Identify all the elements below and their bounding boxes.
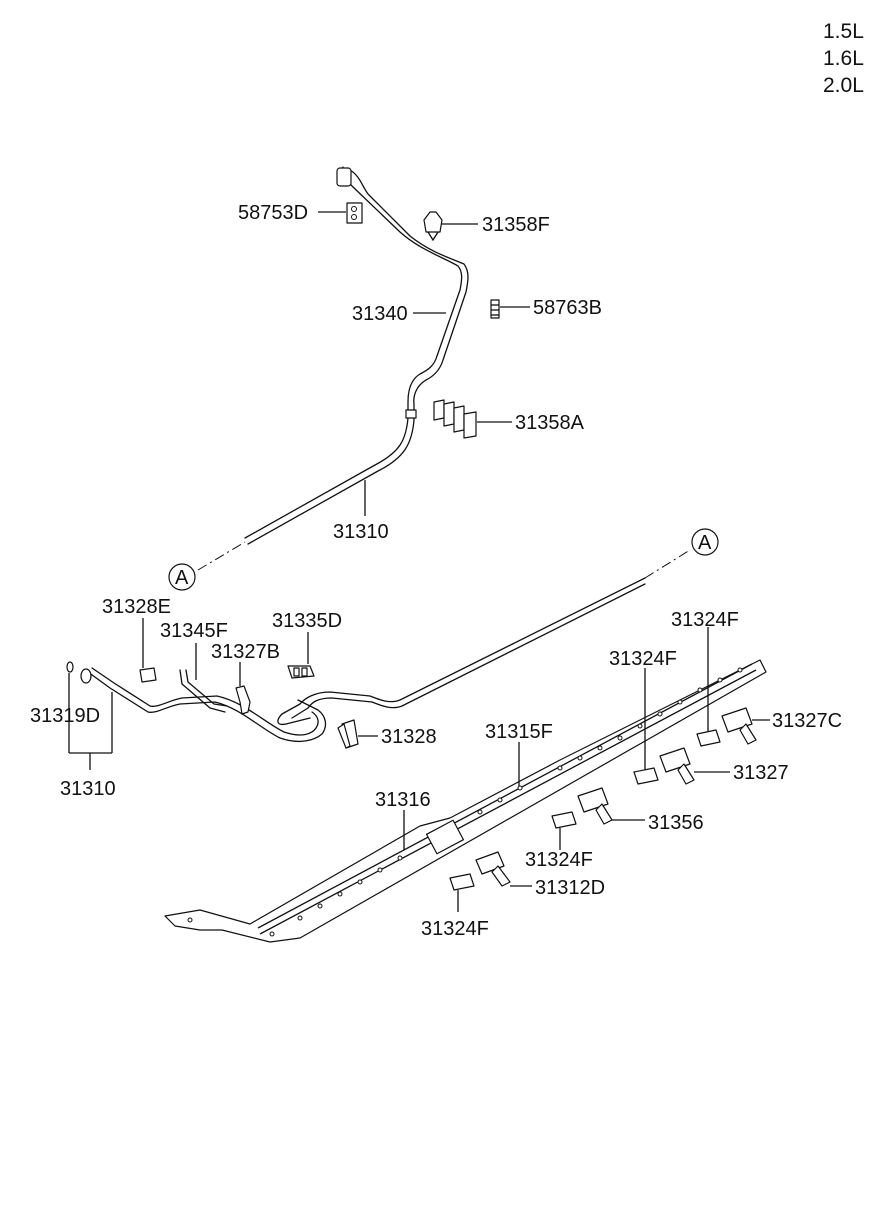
grommet-31319D	[66, 661, 74, 673]
clip-31324F-upper-right	[696, 729, 721, 747]
label-31340: 31340	[352, 303, 408, 325]
clip-31324F-middle	[633, 767, 659, 785]
clip-31328E	[139, 667, 157, 683]
label-31327: 31327	[733, 762, 789, 784]
label-31312D: 31312D	[535, 877, 605, 899]
pipe-end-31310	[80, 668, 92, 684]
engine-variant-2: 1.6L	[823, 47, 864, 70]
clip-31335D	[287, 665, 315, 679]
fuel-line-lower	[80, 577, 646, 743]
reference-marker-a-right-text: A	[698, 532, 712, 554]
clip-31328	[337, 719, 359, 749]
reference-marker-a-left-text: A	[175, 567, 189, 589]
clip-31327	[659, 747, 695, 785]
reference-marker-a-left	[168, 563, 196, 591]
reference-marker-a-right	[691, 528, 719, 556]
label-58763B: 58763B	[533, 297, 602, 319]
clip-58763B	[490, 299, 500, 319]
label-31345F: 31345F	[160, 620, 228, 642]
clip-31324F-bottom	[449, 873, 475, 891]
clip-31327C	[721, 707, 757, 745]
label-31356: 31356	[648, 812, 704, 834]
pipe-end-fitting	[336, 167, 352, 187]
label-31310-upper: 31310	[333, 521, 389, 543]
clip-58753D	[346, 202, 363, 224]
clip-31356	[577, 787, 613, 825]
engine-variant-3: 2.0L	[823, 74, 864, 97]
label-31358A: 31358A	[515, 412, 585, 434]
label-31324F-upper-right: 31324F	[671, 609, 739, 631]
label-58753D: 58753D	[238, 202, 308, 224]
label-31316: 31316	[375, 789, 431, 811]
label-31328: 31328	[381, 726, 437, 748]
fuel-line-upper	[244, 166, 469, 545]
rail-joint-31315F	[425, 819, 465, 855]
label-31327B: 31327B	[211, 641, 280, 663]
clip-31312D	[475, 851, 511, 887]
label-31319D: 31319D	[30, 705, 100, 727]
protector-rail-31316	[164, 659, 767, 943]
label-31328E: 31328E	[102, 596, 171, 618]
clip-31324F-lower-center	[551, 811, 577, 829]
label-31324F-lower-center: 31324F	[525, 849, 593, 871]
label-31327C: 31327C	[772, 710, 842, 732]
clip-31358F	[423, 211, 443, 242]
label-31358F: 31358F	[482, 214, 550, 236]
label-31315F: 31315F	[485, 721, 553, 743]
label-31324F-middle: 31324F	[609, 648, 677, 670]
label-31310-lower: 31310	[60, 778, 116, 800]
label-31335D: 31335D	[272, 610, 342, 632]
clip-31327B	[235, 685, 251, 715]
engine-variant-1: 1.5L	[823, 20, 864, 43]
label-31324F-bottom: 31324F	[421, 918, 489, 940]
clip-31358A	[433, 399, 477, 439]
